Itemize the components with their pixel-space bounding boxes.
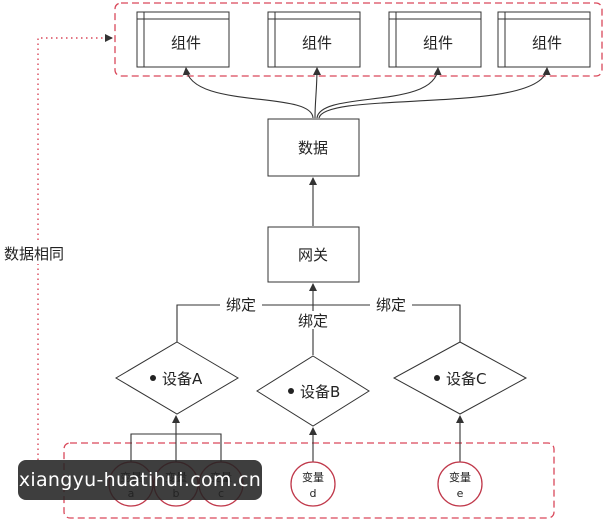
data-node-label: 数据	[298, 139, 328, 157]
device-b-label: 设备B	[300, 383, 340, 401]
same-data-label: 数据相同	[4, 245, 64, 263]
device-c-label: 设备C	[446, 370, 486, 388]
device-c: 设备C	[392, 341, 528, 415]
gateway-label: 网关	[298, 246, 328, 264]
component-box-1: 组件	[136, 11, 230, 68]
gateway-node: 网关	[267, 226, 360, 283]
svg-text:d: d	[310, 487, 317, 500]
component-box-4: 组件	[497, 11, 591, 68]
component-label: 组件	[171, 34, 201, 52]
device-a-label: 设备A	[162, 370, 203, 388]
data-node: 数据	[267, 118, 360, 177]
variable-connectors	[130, 415, 464, 462]
component-label: 组件	[423, 34, 453, 52]
svg-text:变量: 变量	[449, 470, 471, 484]
variable-d: 变量 d	[290, 461, 336, 507]
components-group-frame	[114, 2, 603, 77]
device-b: 设备B	[256, 355, 370, 427]
bind-label-right: 绑定	[376, 296, 406, 314]
component-box-3: 组件	[388, 11, 482, 68]
component-label: 组件	[302, 34, 332, 52]
svg-text:变量: 变量	[302, 470, 324, 484]
watermark-text: xiangyu-huatihui.com.cn	[18, 469, 262, 491]
same-data-connector	[37, 34, 113, 460]
variable-e: 变量 e	[437, 461, 483, 507]
bind-label-center: 绑定	[298, 312, 328, 330]
watermark-badge: xiangyu-huatihui.com.cn	[18, 460, 262, 500]
component-label: 组件	[532, 34, 562, 52]
data-to-components-arrows	[182, 67, 551, 119]
component-box-2: 组件	[267, 11, 361, 68]
device-a: 设备A	[115, 341, 239, 415]
bind-label-left: 绑定	[226, 296, 256, 314]
svg-text:e: e	[457, 487, 464, 500]
